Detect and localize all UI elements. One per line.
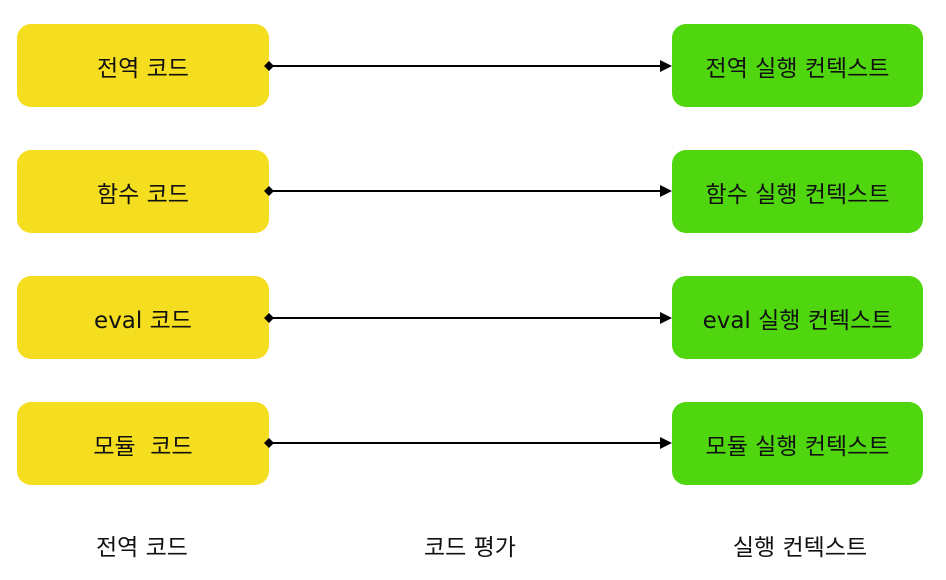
footer-label-source-code: 전역 코드 xyxy=(96,535,188,561)
arrow-head-icon xyxy=(660,312,672,324)
execution-context-box-global: 전역 실행 컨텍스트 xyxy=(672,24,923,107)
arrow-eval xyxy=(264,312,672,324)
execution-context-box-eval: eval 실행 컨텍스트 xyxy=(672,276,923,359)
execution-context-box-module: 모듈 실행 컨텍스트 xyxy=(672,402,923,485)
arrow-module xyxy=(264,437,672,449)
arrow-function xyxy=(264,185,672,197)
source-code-box-eval: eval 코드 xyxy=(17,276,269,359)
source-code-box-module: 모듈 코드 xyxy=(17,402,269,485)
arrow-global xyxy=(264,60,672,72)
execution-context-box-function: 함수 실행 컨텍스트 xyxy=(672,150,923,233)
arrow-head-icon xyxy=(660,185,672,197)
source-code-box-global: 전역 코드 xyxy=(17,24,269,107)
footer-label-code-evaluation: 코드 평가 xyxy=(424,535,516,561)
footer-label-execution-context: 실행 컨텍스트 xyxy=(732,535,868,561)
arrow-head-icon xyxy=(660,437,672,449)
source-code-box-function: 함수 코드 xyxy=(17,150,269,233)
arrow-head-icon xyxy=(660,60,672,72)
